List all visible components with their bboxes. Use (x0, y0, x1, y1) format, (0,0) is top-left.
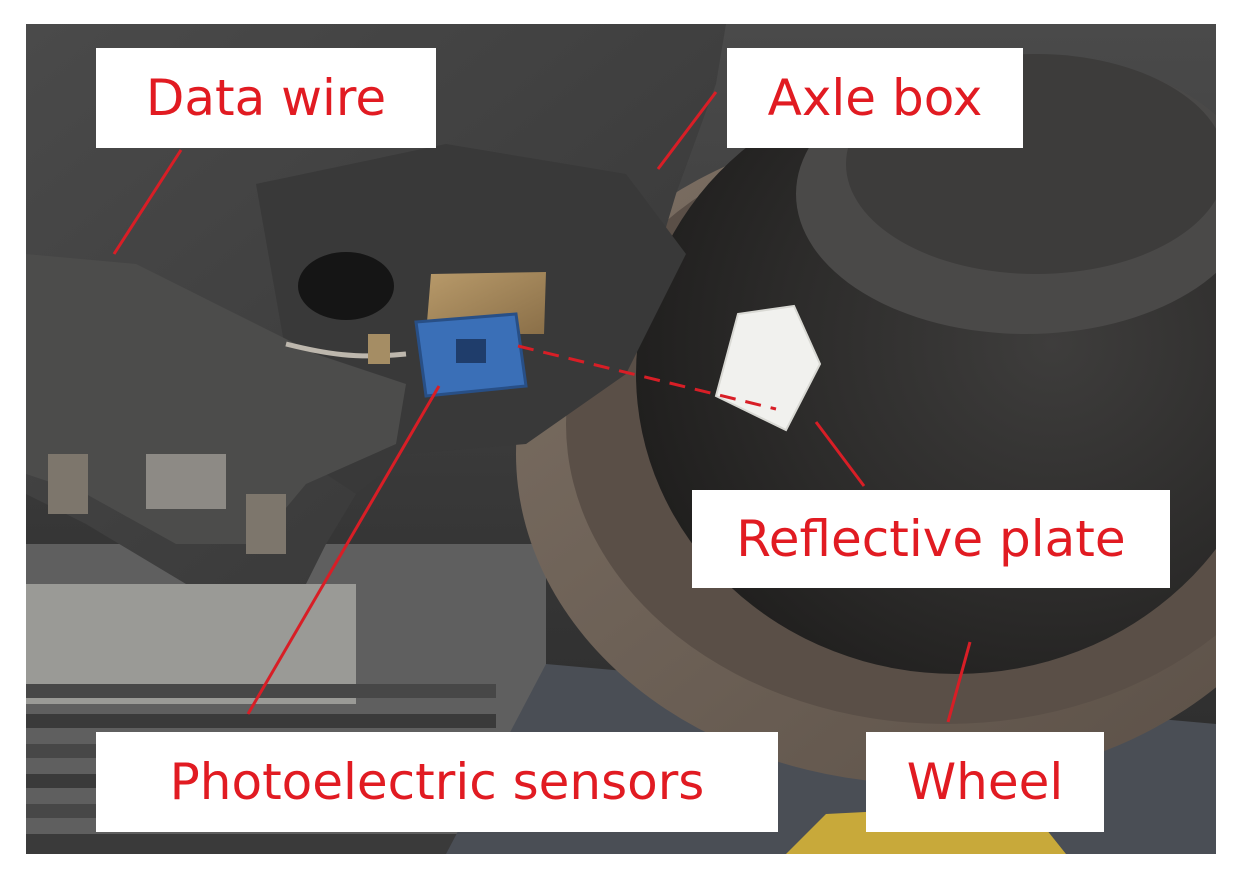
label-axle-box-text: Axle box (767, 69, 983, 127)
data-wire-cable (285, 341, 407, 359)
mounting-plate (26, 254, 406, 544)
sensor-beam (517, 344, 777, 411)
label-wheel: Wheel (866, 732, 1104, 832)
leader-lines (112, 91, 972, 723)
cable-connector (368, 334, 390, 364)
leader-data-wire (112, 149, 183, 255)
bolts (48, 454, 286, 554)
leader-reflective-plate (814, 421, 866, 487)
sensor-chip (456, 339, 486, 363)
label-data-wire: Data wire (96, 48, 436, 148)
label-wheel-text: Wheel (906, 753, 1064, 811)
bogie-photo (26, 24, 1216, 854)
label-axle-box: Axle box (727, 48, 1023, 148)
mount-hole (298, 252, 394, 320)
label-data-wire-text: Data wire (145, 69, 387, 127)
label-reflective-plate: Reflective plate (692, 490, 1170, 588)
leader-wheel (946, 641, 972, 723)
label-reflective-plate-text: Reflective plate (736, 510, 1126, 568)
label-photoelectric-sensors: Photoelectric sensors (96, 732, 778, 832)
label-photoelectric-sensors-text: Photoelectric sensors (169, 753, 705, 811)
leader-axle-box (656, 91, 718, 170)
leader-photoelectric-sensors (246, 385, 441, 715)
reflective-plate (714, 304, 822, 432)
